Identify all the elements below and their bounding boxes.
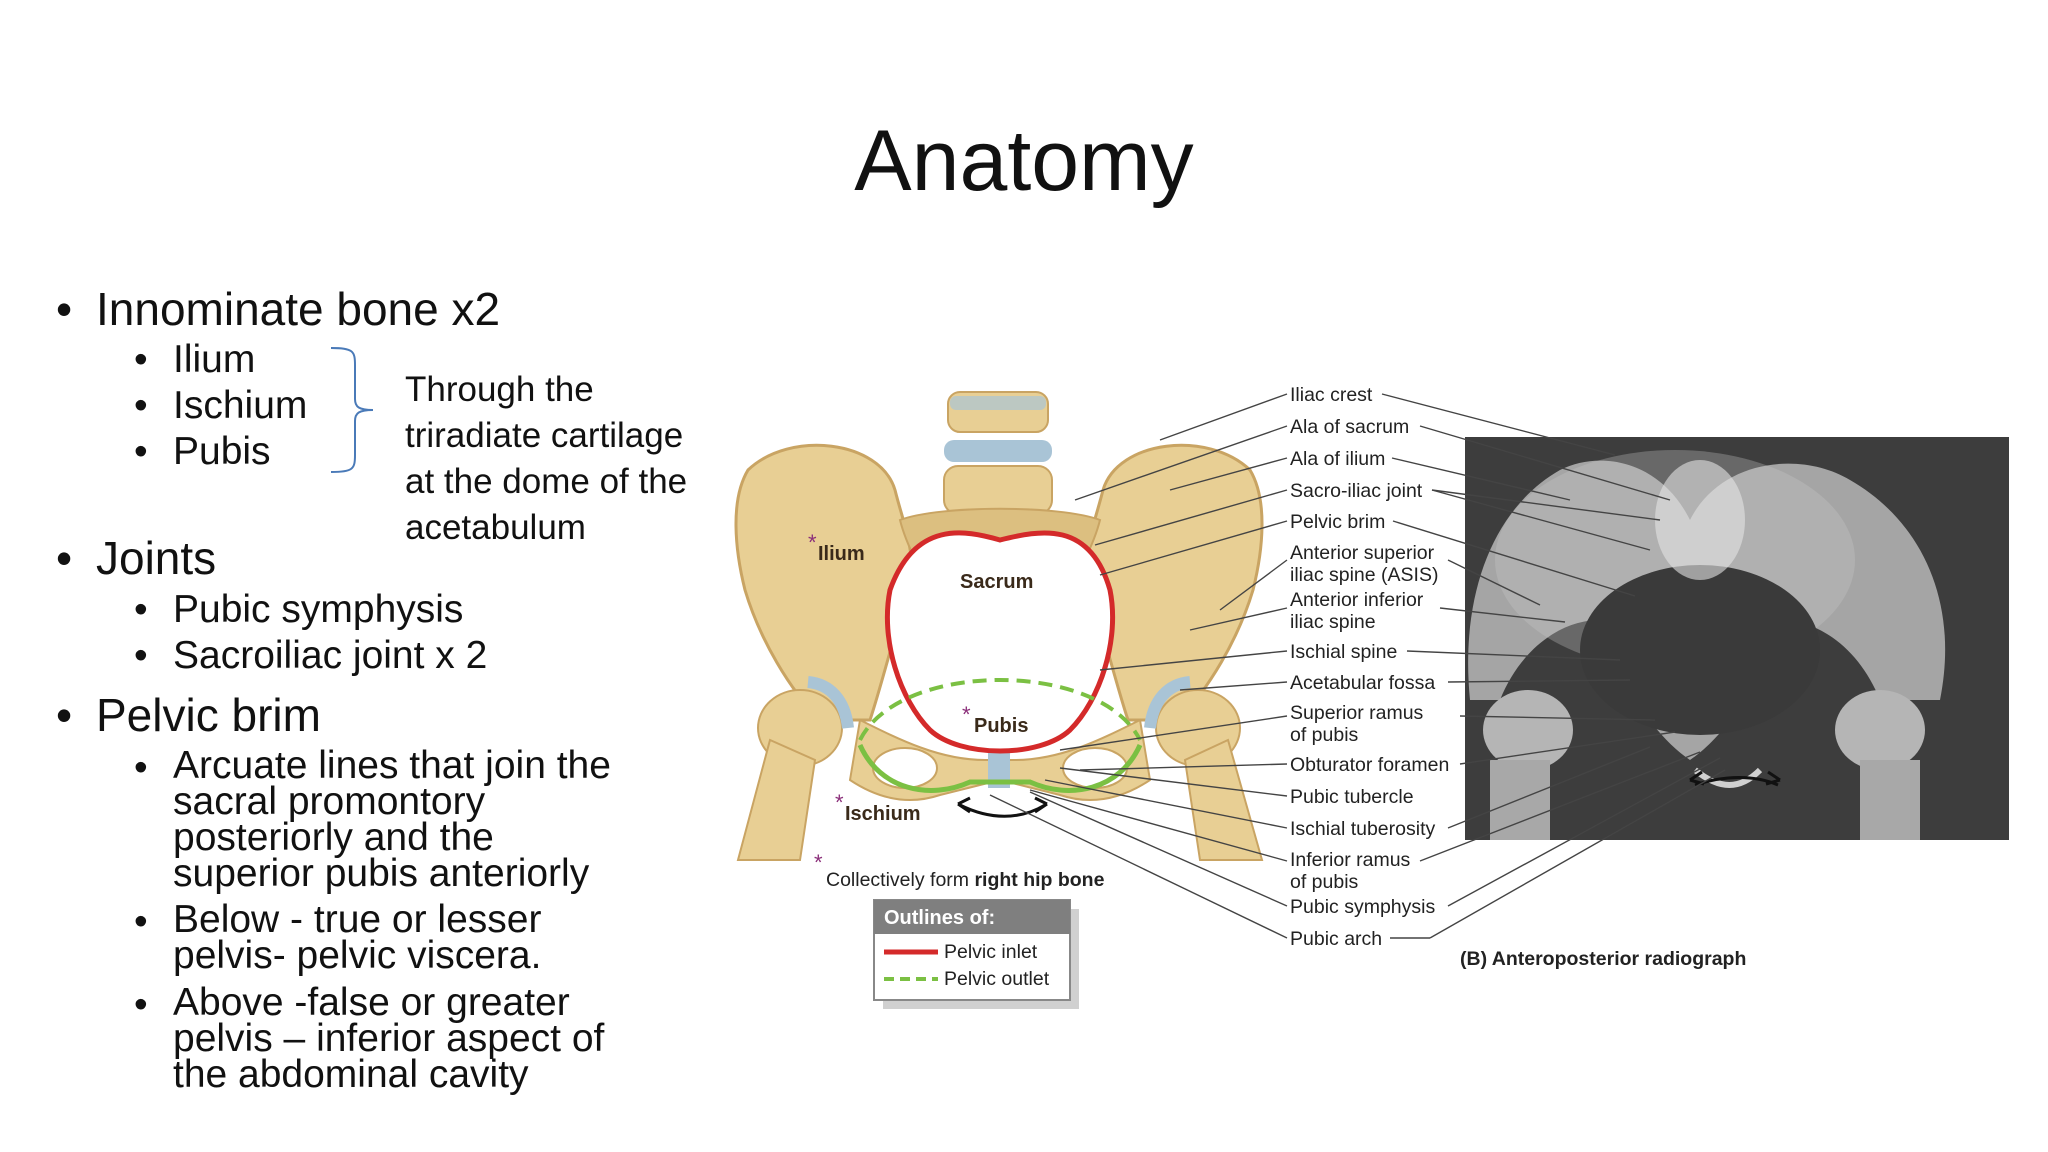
bullet-sacroiliac-joint: Sacroiliac joint x 2 xyxy=(173,634,488,677)
callout-superior-ramus-line1: Superior ramus xyxy=(1290,702,1424,724)
pubis-label: Pubis xyxy=(974,715,1028,737)
callout-ischial-spine: Ischial spine xyxy=(1290,641,1397,663)
caption-collective: Collectively form right hip bone xyxy=(826,869,1105,891)
bullet-dot: • xyxy=(134,983,148,1026)
brace-note-line: acetabulum xyxy=(405,508,586,547)
bullet-dot: • xyxy=(56,689,73,741)
star-marker: * xyxy=(835,790,844,815)
radiograph-caption: (B) Anteroposterior radiograph xyxy=(1460,948,1746,970)
curly-brace xyxy=(330,347,374,473)
brace-note-line: Through the xyxy=(405,370,594,409)
legend-outlet-label: Pelvic outlet xyxy=(944,968,1050,990)
callout-inferior-ramus-line1: Inferior ramus xyxy=(1290,849,1411,871)
sacrum-label: Sacrum xyxy=(960,571,1033,593)
bullet-pubis: Pubis xyxy=(173,430,271,473)
bullet-dot: • xyxy=(56,283,73,335)
callout-iliac-crest: Iliac crest xyxy=(1290,384,1373,406)
ilium-label: Ilium xyxy=(818,543,865,565)
bullet-dot: • xyxy=(134,746,148,789)
callout-ala-of-sacrum: Ala of sacrum xyxy=(1290,416,1409,438)
bullet-joints: Joints xyxy=(96,532,217,584)
callout-ischial-tuberosity: Ischial tuberosity xyxy=(1290,818,1435,840)
star-marker: * xyxy=(814,850,823,875)
caption-bold: right hip bone xyxy=(974,869,1104,891)
bullet-ilium: Ilium xyxy=(173,338,256,381)
bullet-dot: • xyxy=(134,384,148,427)
brace-note: Through the triradiate cartilage at the … xyxy=(405,367,687,551)
bullet-dot: • xyxy=(134,338,148,381)
legend-title: Outlines of: xyxy=(884,907,995,929)
callout-aiis-line1: Anterior inferior xyxy=(1290,589,1424,611)
star-marker: * xyxy=(962,702,971,727)
ischium-label: Ischium xyxy=(845,803,921,825)
pelvis-illustration xyxy=(734,391,1264,861)
radiograph-image xyxy=(1465,437,2009,840)
bullet-innominate: Innominate bone x2 xyxy=(96,283,501,335)
callout-pubic-tubercle: Pubic tubercle xyxy=(1290,786,1414,808)
bullet-false-pelvis: Above -false or greater pelvis – inferio… xyxy=(173,981,605,1096)
callout-ala-of-ilium: Ala of ilium xyxy=(1290,448,1385,470)
bullet-true-pelvis: Below - true or lesser pelvis- pelvic vi… xyxy=(173,898,542,977)
leader-lines xyxy=(989,393,1726,939)
caption-prefix: Collectively form xyxy=(826,869,974,891)
callout-inferior-ramus-line2: of pubis xyxy=(1290,871,1359,893)
callout-pubic-symphysis: Pubic symphysis xyxy=(1290,896,1435,918)
bullet-arcuate-lines: Arcuate lines that join the sacral promo… xyxy=(173,744,611,895)
legend-inlet-label: Pelvic inlet xyxy=(944,941,1038,963)
outline-legend: Outlines of: Pelvic inlet Pelvic outlet xyxy=(873,899,1079,1009)
callout-aiis-line2: iliac spine xyxy=(1290,611,1376,633)
callout-superior-ramus-line2: of pubis xyxy=(1290,724,1359,746)
brace-note-line: triradiate cartilage xyxy=(405,416,684,455)
bullet-dot: • xyxy=(134,900,148,943)
callout-acetabular-fossa: Acetabular fossa xyxy=(1290,672,1435,694)
callout-asis-line2: iliac spine (ASIS) xyxy=(1290,564,1438,586)
bullet-dot: • xyxy=(134,430,148,473)
callout-obturator-foramen: Obturator foramen xyxy=(1290,754,1449,776)
callout-pelvic-brim: Pelvic brim xyxy=(1290,511,1385,533)
callout-sacroiliac-joint: Sacro-iliac joint xyxy=(1290,480,1423,502)
callout-pubic-arch: Pubic arch xyxy=(1290,928,1382,950)
star-marker: * xyxy=(808,530,817,555)
brace-note-line: at the dome of the xyxy=(405,462,688,501)
bone-labels: * Ilium Sacrum * Pubis * Ischium * Colle… xyxy=(808,530,1105,891)
bullet-pubic-symphysis: Pubic symphysis xyxy=(173,588,464,631)
callout-labels: Iliac crest Ala of sacrum Ala of ilium S… xyxy=(1290,384,1746,970)
callout-asis-line1: Anterior superior xyxy=(1290,542,1435,564)
bullet-dot: • xyxy=(56,532,73,584)
bullet-ischium: Ischium xyxy=(173,384,308,427)
bullet-pelvic-brim: Pelvic brim xyxy=(96,689,321,741)
slide-title: Anatomy xyxy=(854,113,1194,209)
bullet-dot: • xyxy=(134,634,148,677)
bullet-dot: • xyxy=(134,588,148,631)
